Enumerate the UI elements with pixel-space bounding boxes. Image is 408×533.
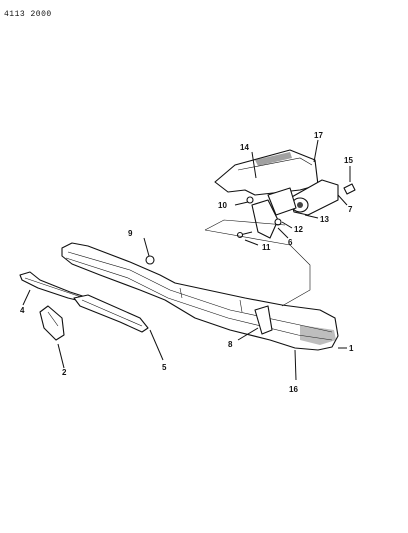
bumper-guard-2: [39, 305, 65, 341]
guide-line: [204, 219, 286, 231]
leader-lines: [22, 139, 351, 381]
callout-11: 11: [262, 243, 271, 252]
callout-4: 4: [20, 306, 25, 315]
bumper-bar: [61, 242, 339, 351]
callout-10: 10: [218, 201, 227, 210]
bracket-8: [254, 305, 273, 335]
callout-6: 6: [288, 238, 293, 247]
bracket-17: [214, 149, 319, 196]
washer-12: [274, 218, 282, 226]
callout-7: 7: [348, 205, 353, 214]
callout-5: 5: [162, 363, 167, 372]
callout-17: 17: [314, 131, 323, 140]
guide-line: [204, 229, 311, 307]
nut-10: [246, 196, 254, 204]
brace-6: [251, 199, 279, 239]
callout-14: 14: [240, 143, 249, 152]
callout-12: 12: [294, 225, 303, 234]
callout-15: 15: [344, 156, 353, 165]
diagram-code: 4113 2000: [4, 10, 52, 19]
callout-1: 1: [349, 344, 354, 353]
bolt-15: [343, 183, 356, 195]
callout-16: 16: [289, 385, 298, 394]
callout-9: 9: [128, 229, 133, 238]
bolt-11: [236, 231, 253, 239]
nut-9: [145, 255, 155, 265]
energy-absorber-7: [267, 179, 339, 216]
callout-2: 2: [62, 368, 67, 377]
bumper-strip-5: [73, 294, 149, 333]
callout-8: 8: [228, 340, 233, 349]
callout-13: 13: [320, 215, 329, 224]
